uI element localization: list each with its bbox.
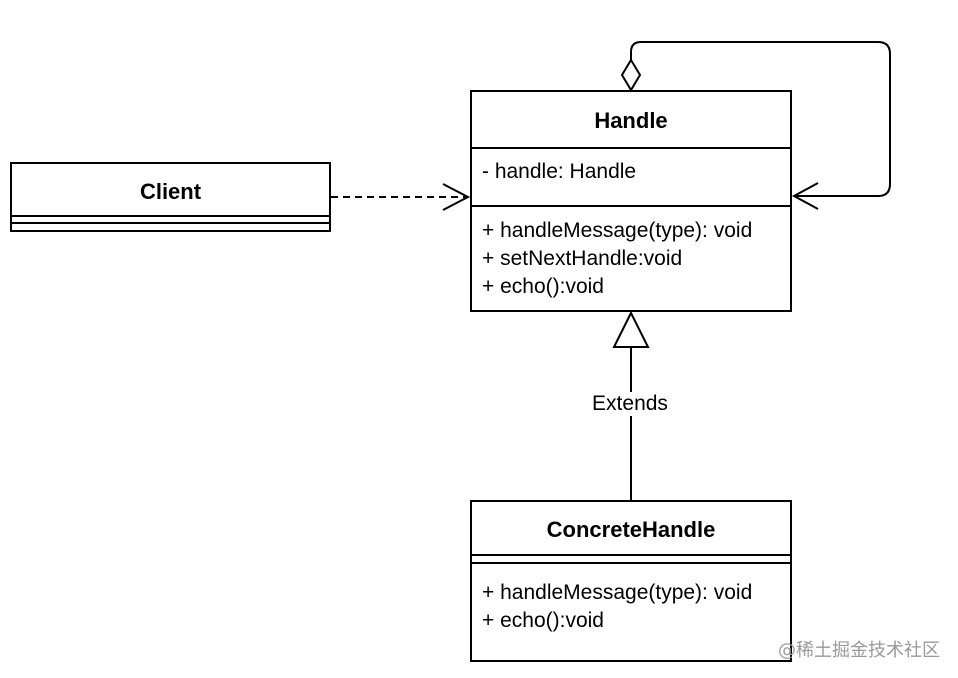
client-attributes-section xyxy=(12,215,329,222)
extends-label: Extends xyxy=(560,392,700,416)
concrete-handle-method: + echo():void xyxy=(482,609,604,632)
dependency-arrowhead xyxy=(442,183,471,211)
self-aggregation-arrowhead xyxy=(791,182,819,210)
handle-attributes-section: - handle: Handle xyxy=(472,147,790,205)
handle-class-box[interactable]: Handle - handle: Handle + handleMessage(… xyxy=(470,90,792,312)
concrete-handle-methods-section: + handleMessage(type): void + echo():voi… xyxy=(472,562,790,635)
concrete-handle-class-name: ConcreteHandle xyxy=(546,517,716,542)
client-class-name: Client xyxy=(139,179,202,204)
client-class-box[interactable]: Client xyxy=(10,162,331,232)
concrete-handle-attributes-section xyxy=(472,554,790,562)
client-methods-section xyxy=(12,222,329,229)
aggregation-diamond xyxy=(620,58,642,92)
self-aggregation-line xyxy=(630,41,891,197)
handle-class-name: Handle xyxy=(594,108,668,133)
watermark: @稀土掘金技术社区 xyxy=(778,640,940,661)
handle-attribute: - handle: Handle xyxy=(482,160,637,183)
handle-method: + handleMessage(type): void xyxy=(482,219,753,242)
concrete-handle-class-box[interactable]: ConcreteHandle + handleMessage(type): vo… xyxy=(470,500,792,662)
inheritance-triangle xyxy=(612,310,650,348)
concrete-handle-method: + handleMessage(type): void xyxy=(482,581,753,604)
handle-method: + setNextHandle:void xyxy=(482,247,683,270)
handle-method: + echo():void xyxy=(482,275,604,298)
handle-methods-section: + handleMessage(type): void + setNextHan… xyxy=(472,205,790,301)
